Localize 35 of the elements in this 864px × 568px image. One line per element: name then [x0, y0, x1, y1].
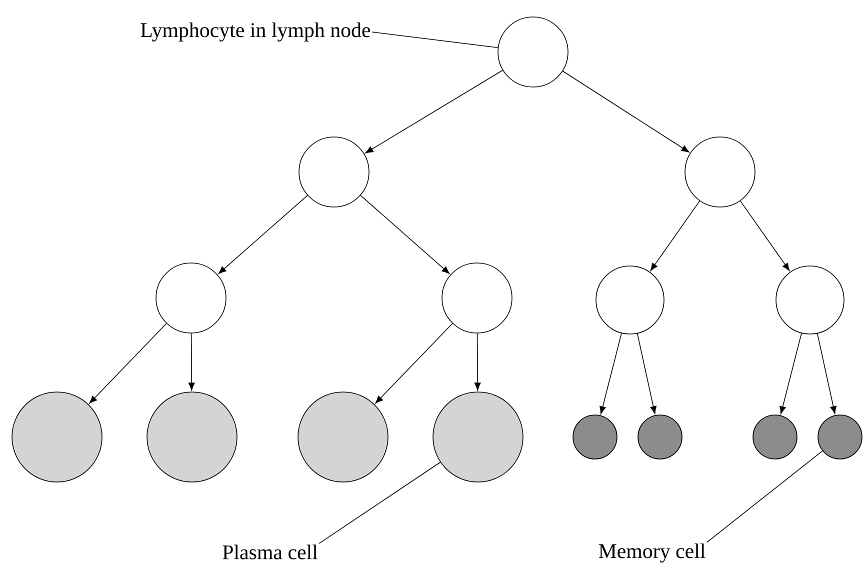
plasma-cell-circle — [146, 392, 238, 482]
arrow — [188, 333, 195, 390]
arrow — [780, 332, 802, 414]
plasma-cell-circle — [298, 392, 388, 482]
leader-line — [318, 462, 441, 544]
cell-circle — [156, 262, 226, 334]
leader-line — [372, 32, 498, 48]
memory-cell-circle — [638, 414, 682, 460]
arrow — [636, 333, 656, 414]
arrow — [562, 70, 690, 152]
plasma-cell-circle — [432, 392, 524, 482]
cell-circle — [596, 266, 664, 334]
arrow — [650, 200, 700, 271]
arrow — [89, 323, 167, 404]
cell-circle — [776, 266, 844, 334]
cell-circle — [684, 136, 756, 208]
leader-line — [706, 450, 823, 543]
arrow — [474, 333, 481, 390]
cell-label: Plasma cell — [222, 544, 318, 560]
arrow — [600, 332, 622, 414]
arrow — [218, 195, 308, 274]
arrow — [816, 333, 836, 414]
arrow — [360, 195, 450, 274]
cell-label: Lymphocyte in lymph node — [140, 22, 370, 42]
cell-circle — [498, 16, 568, 88]
cell-circle — [298, 136, 370, 208]
memory-cell-circle — [818, 414, 862, 460]
arrow — [740, 200, 790, 271]
memory-cell-circle — [572, 414, 618, 460]
arrow — [365, 70, 504, 154]
cell-label: Memory cell — [598, 543, 706, 562]
plasma-cell-circle — [12, 392, 102, 482]
arrow — [375, 323, 453, 404]
memory-cell-circle — [752, 414, 798, 460]
cell-circle — [442, 262, 512, 334]
